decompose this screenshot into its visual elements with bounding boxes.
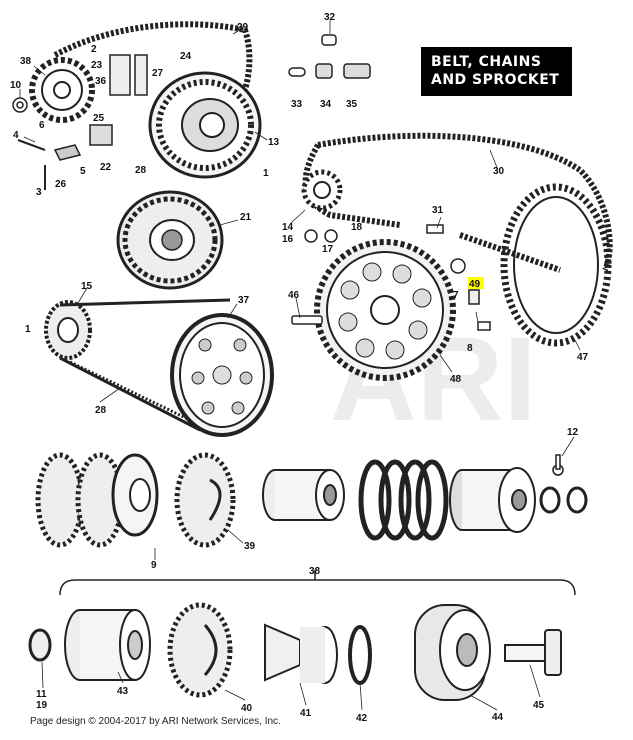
part-label[interactable]: 39 — [244, 541, 256, 552]
part-label[interactable]: 34 — [320, 99, 332, 110]
part-label[interactable]: 14 — [282, 222, 294, 233]
part-label[interactable]: 1 — [263, 168, 269, 179]
part-label[interactable]: 45 — [533, 700, 545, 711]
part-label[interactable]: 24 — [180, 51, 192, 62]
part-label[interactable]: 26 — [55, 179, 67, 190]
callout-labels: 29 32 2 24 38 23 27 36 10 33 34 35 6 25 … — [10, 12, 589, 724]
rear-sprocket-ring — [500, 183, 612, 347]
part-label[interactable]: 18 — [351, 222, 363, 233]
part-label[interactable]: 1 — [25, 324, 31, 335]
bottom-parts-row — [28, 602, 562, 701]
chain-links-group — [288, 34, 371, 79]
secondary-chain — [302, 132, 613, 273]
clutch-shell — [148, 71, 262, 179]
part-label[interactable]: 38 — [20, 56, 32, 67]
part-label[interactable]: 15 — [81, 281, 93, 292]
engine-pulley — [44, 300, 92, 360]
part-label[interactable]: 46 — [288, 290, 300, 301]
clutch-hub — [116, 190, 224, 290]
part-label[interactable]: 11 — [36, 689, 47, 700]
part-label[interactable]: 4 — [13, 130, 19, 141]
part-label[interactable]: 10 — [10, 80, 22, 91]
part-label[interactable]: 19 — [36, 700, 48, 711]
part-49-highlight — [468, 277, 484, 289]
part-label[interactable]: 6 — [39, 120, 45, 131]
part-label[interactable]: 37 — [238, 295, 250, 306]
part-label[interactable]: 22 — [100, 162, 112, 173]
rear-sprocket — [314, 239, 456, 381]
part-label[interactable]: 5 — [80, 166, 86, 177]
part-label[interactable]: 28 — [135, 165, 147, 176]
bolts-group — [291, 224, 564, 476]
leader-lines — [19, 20, 581, 711]
part-label[interactable]: 21 — [240, 212, 252, 223]
part-label[interactable]: 30 — [493, 166, 505, 177]
part-label[interactable]: 49 — [469, 279, 481, 290]
part-label[interactable]: 44 — [492, 712, 504, 723]
small-parts-group — [12, 54, 148, 190]
part-label[interactable]: 48 — [450, 374, 462, 385]
part-label[interactable]: 13 — [268, 137, 280, 148]
part-label[interactable]: 31 — [432, 205, 444, 216]
title-line-2: AND SPROCKET — [431, 72, 560, 88]
clutch-pulley — [170, 313, 274, 437]
part-label[interactable]: 38 — [309, 566, 321, 577]
drive-belt — [59, 298, 231, 432]
part-label[interactable]: 35 — [346, 99, 358, 110]
part-label[interactable]: 9 — [151, 560, 157, 571]
copyright-footer: Page design © 2004-2017 by ARI Network S… — [30, 716, 281, 727]
part-label[interactable]: 36 — [95, 76, 107, 87]
part-label[interactable]: 8 — [467, 343, 473, 354]
part-label[interactable]: 32 — [324, 12, 336, 23]
clutch-components-row — [262, 459, 588, 541]
part-label[interactable]: 27 — [152, 68, 164, 79]
part-label[interactable]: 41 — [300, 708, 312, 719]
diagram-title: BELT, CHAINS AND SPROCKET — [421, 47, 572, 96]
gear-cluster — [35, 452, 236, 548]
transmission-sprocket — [301, 169, 343, 211]
part-label[interactable]: 12 — [567, 427, 579, 438]
title-line-1: BELT, CHAINS — [431, 54, 542, 70]
part-label[interactable]: 23 — [91, 60, 103, 71]
part-label[interactable]: 47 — [577, 352, 589, 363]
part-label[interactable]: 28 — [95, 405, 107, 416]
part-label[interactable]: 3 — [36, 187, 42, 198]
part-label[interactable]: 2 — [91, 44, 97, 55]
part-label[interactable]: 17 — [322, 244, 334, 255]
part-label[interactable]: 40 — [241, 703, 253, 714]
part-label[interactable]: 25 — [93, 113, 105, 124]
part-label[interactable]: 33 — [291, 99, 303, 110]
part-label[interactable]: 42 — [356, 713, 368, 724]
exploded-view-bracket — [59, 570, 576, 596]
part-label[interactable]: 43 — [117, 686, 129, 697]
part-label[interactable]: 29 — [237, 22, 249, 33]
engine-sprocket — [29, 57, 95, 123]
part-label[interactable]: 7 — [453, 290, 459, 301]
part-label[interactable]: 16 — [282, 234, 294, 245]
